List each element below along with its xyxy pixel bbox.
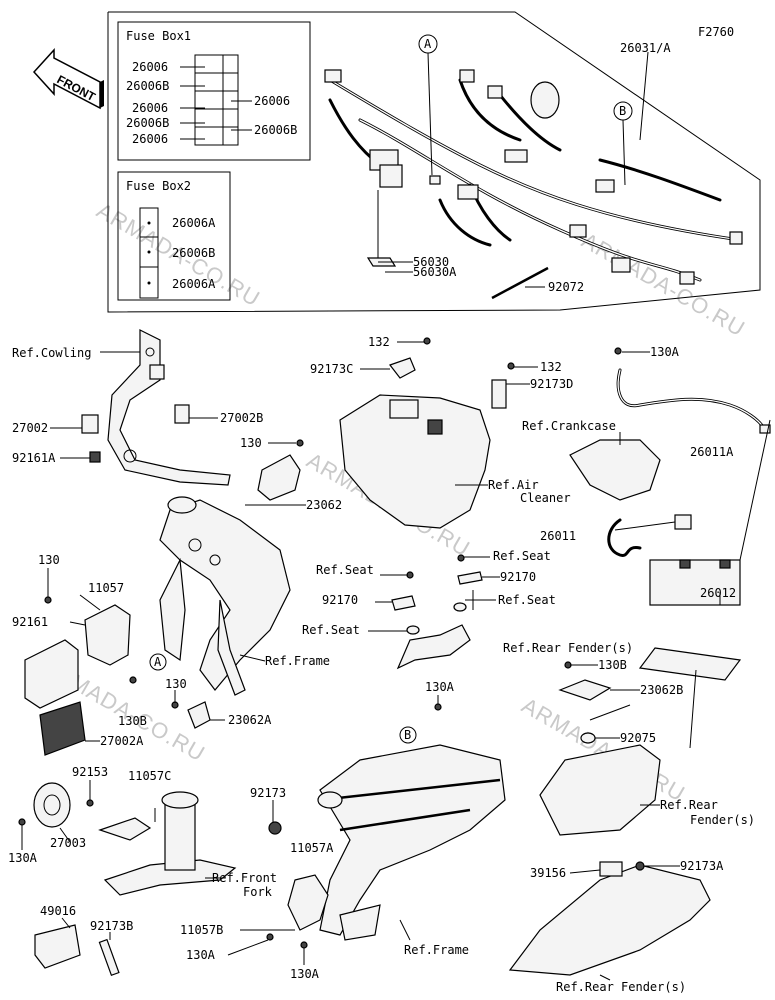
ref-label: Ref.Rear bbox=[660, 798, 718, 812]
part-label: 11057A bbox=[290, 841, 334, 855]
fuse-box-1: Fuse Box1 26006 26006B 26006 26006B 2600… bbox=[117, 21, 311, 161]
ecu-bracket: A bbox=[24, 568, 225, 756]
part-label: 92161 bbox=[12, 615, 48, 629]
watermark: ARMADA-CO.RU bbox=[578, 228, 750, 342]
connector-marker-a: A bbox=[424, 37, 432, 51]
rear-fender-tail bbox=[508, 861, 711, 981]
ref-label: Ref.Cowling bbox=[12, 346, 91, 360]
ref-label: Ref.Rear Fender(s) bbox=[556, 980, 686, 994]
part-label: 27002A bbox=[100, 734, 144, 748]
part-label: 92173B bbox=[90, 919, 133, 933]
seat-brackets bbox=[368, 554, 500, 670]
connector-marker-a: A bbox=[154, 655, 162, 669]
front-arrow-icon: FRONT bbox=[32, 48, 104, 110]
part-label: 130B bbox=[598, 658, 627, 672]
fuse-label: 26006B bbox=[172, 246, 215, 260]
ref-label: Ref.Front bbox=[212, 871, 277, 885]
fuse-label: 26006A bbox=[172, 277, 216, 291]
connector-marker-b: B bbox=[404, 728, 411, 742]
part-label: 27002B bbox=[220, 411, 263, 425]
part-label: 92075 bbox=[620, 731, 656, 745]
ref-label: Ref.Frame bbox=[404, 943, 469, 957]
fuse-label: 26006 bbox=[132, 60, 168, 74]
diagram-code: F2760 bbox=[698, 25, 734, 39]
rear-frame: B bbox=[227, 695, 506, 965]
fuse-box-1-title: Fuse Box1 bbox=[126, 29, 191, 43]
part-label: 130A bbox=[8, 851, 38, 865]
connector-marker-b: B bbox=[619, 104, 626, 118]
part-label: 92072 bbox=[548, 280, 584, 294]
part-label: 92170 bbox=[500, 570, 536, 584]
fuse-label: 26006A bbox=[172, 216, 216, 230]
main-wiring-harness: A B bbox=[324, 34, 743, 300]
part-label: 11057 bbox=[88, 581, 124, 595]
part-label: 23062A bbox=[228, 713, 272, 727]
part-label: 23062B bbox=[640, 683, 683, 697]
part-label: 26012 bbox=[700, 586, 736, 600]
air-cleaner-assembly bbox=[339, 337, 538, 529]
part-label: 92173 bbox=[250, 786, 286, 800]
part-label: 11057C bbox=[128, 769, 171, 783]
front-frame bbox=[159, 496, 291, 696]
ref-label: Ref.Seat bbox=[498, 593, 556, 607]
fuse-label: 26006 bbox=[254, 94, 290, 108]
horn-and-fork bbox=[18, 780, 237, 896]
ref-label: Ref.Seat bbox=[302, 623, 360, 637]
part-label: 92170 bbox=[322, 593, 358, 607]
ref-label: Ref.Seat bbox=[493, 549, 551, 563]
part-label: 26011A bbox=[690, 445, 734, 459]
part-label: 92153 bbox=[72, 765, 108, 779]
cowling-bracket bbox=[50, 329, 231, 486]
ref-label: Ref.Rear Fender(s) bbox=[503, 641, 633, 655]
fuse-label: 26006B bbox=[254, 123, 297, 137]
ref-label: Ref.Seat bbox=[316, 563, 374, 577]
part-label: 92173D bbox=[530, 377, 573, 391]
ref-label: Fender(s) bbox=[690, 813, 755, 827]
part-label: 39156 bbox=[530, 866, 566, 880]
ref-label: Fork bbox=[243, 885, 273, 899]
part-label: 49016 bbox=[40, 904, 76, 918]
fuse-box-2-title: Fuse Box2 bbox=[126, 179, 191, 193]
bracket-23062 bbox=[245, 439, 306, 506]
part-label: 92173C bbox=[310, 362, 353, 376]
part-label: 130B bbox=[118, 714, 147, 728]
part-label: 92173A bbox=[680, 859, 724, 873]
harness-boundary bbox=[107, 11, 761, 313]
ref-label: Ref.Frame bbox=[265, 654, 330, 668]
part-label: 26011 bbox=[540, 529, 576, 543]
fuse-label: 26006B bbox=[126, 116, 169, 130]
ref-label: Cleaner bbox=[520, 491, 571, 505]
part-label: 56030A bbox=[413, 265, 457, 279]
part-label: 26031/A bbox=[620, 41, 671, 55]
part-label: 27002 bbox=[12, 421, 48, 435]
fuse-label: 26006 bbox=[132, 101, 168, 115]
part-label: 23062 bbox=[306, 498, 342, 512]
rear-fender-bracket bbox=[539, 647, 742, 836]
part-label: 130A bbox=[425, 680, 455, 694]
part-label: 132 bbox=[540, 360, 562, 374]
part-label: 56030 bbox=[413, 255, 449, 269]
part-label: 27003 bbox=[50, 836, 86, 850]
part-label: 130 bbox=[240, 436, 262, 450]
ref-label: Ref.Crankcase bbox=[522, 419, 616, 433]
part-label: 130A bbox=[290, 967, 320, 981]
part-label: 92161A bbox=[12, 451, 56, 465]
fuse-label: 26006 bbox=[132, 132, 168, 146]
part-label: 11057B bbox=[180, 923, 223, 937]
part-label: 130 bbox=[38, 553, 60, 567]
fuse-label: 26006B bbox=[126, 79, 169, 93]
fuse-box-2: Fuse Box2 26006A 26006B 26006A bbox=[117, 171, 231, 301]
part-label: 130A bbox=[650, 345, 680, 359]
small-parts bbox=[34, 917, 120, 977]
ref-label: Ref.Air bbox=[488, 478, 539, 492]
part-label: 130 bbox=[165, 677, 187, 691]
part-label: 130A bbox=[186, 948, 216, 962]
battery-cables bbox=[569, 347, 771, 606]
part-label: 132 bbox=[368, 335, 390, 349]
